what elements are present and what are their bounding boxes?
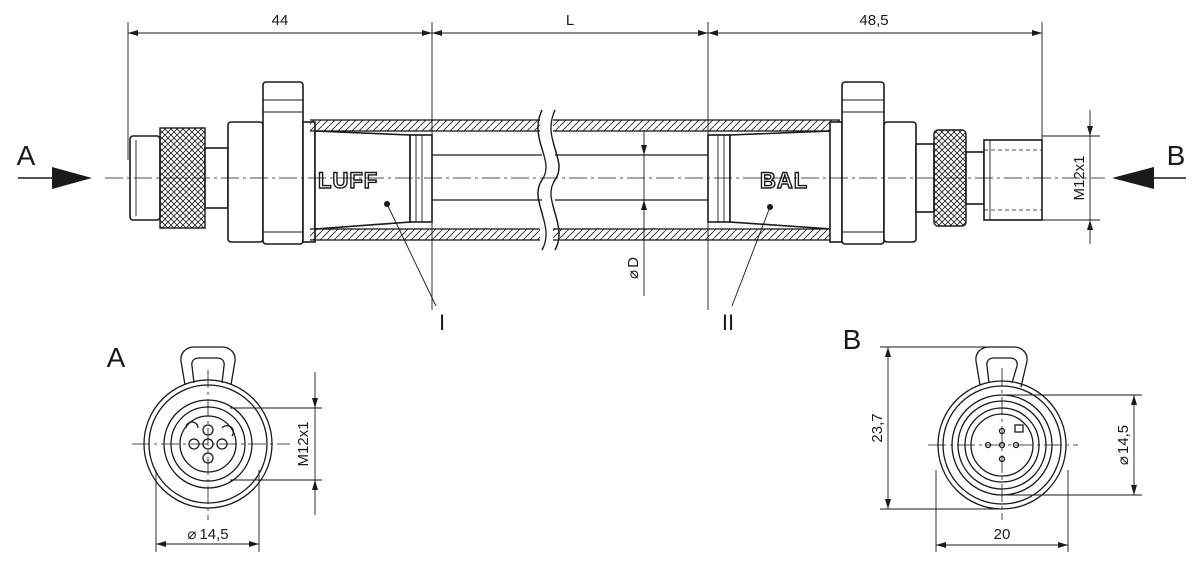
right-connector <box>829 81 1043 245</box>
logo-left: LUFF <box>318 168 378 193</box>
view-arrow-a: A <box>17 140 92 189</box>
dim-middle-length: L <box>566 12 574 29</box>
arrow-a-label: A <box>17 140 36 171</box>
view-a-label: A <box>107 342 126 373</box>
arrow-b-label: B <box>1167 140 1186 171</box>
logo-right: BAL <box>760 168 808 193</box>
dim-left-length: 44 <box>272 12 289 29</box>
top-dimensions: 44 L 48,5 <box>127 12 1043 310</box>
dim-right-length: 48,5 <box>859 12 888 29</box>
dim-thread-right: M12x1 <box>1042 110 1100 244</box>
view-b-width-label: 20 <box>994 526 1011 543</box>
callout-2-label: II <box>722 310 734 335</box>
view-b-label: B <box>843 324 862 355</box>
cable-cutaway: LUFF BAL <box>310 109 840 251</box>
callout-1-label: I <box>439 310 445 335</box>
dim-cable-diameter-label: ⌀D <box>625 257 642 279</box>
dim-cable-diameter: ⌀D <box>625 130 647 296</box>
view-b: B 23,7 ⌀14,5 20 <box>843 324 1142 552</box>
view-b-height-label: 23,7 <box>869 413 886 442</box>
left-connector <box>129 81 316 245</box>
callout-1: I <box>384 201 445 335</box>
dim-thread-right-label: M12x1 <box>1071 155 1088 200</box>
view-a: A M12x1 ⌀14,5 <box>107 342 322 552</box>
callout-2: II <box>722 204 773 335</box>
view-arrow-b: B <box>1112 140 1186 189</box>
view-b-diameter-label: ⌀14,5 <box>1115 425 1132 465</box>
view-a-thread-label: M12x1 <box>295 421 312 466</box>
view-a-diameter-label: ⌀14,5 <box>187 526 228 543</box>
